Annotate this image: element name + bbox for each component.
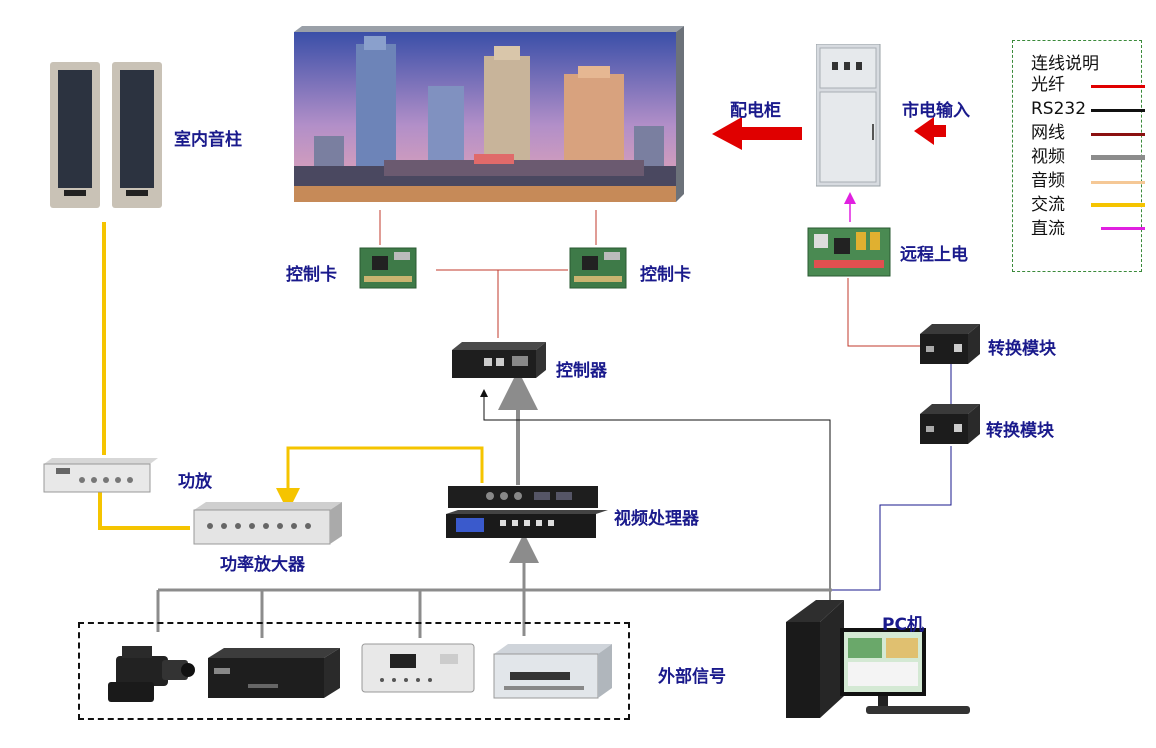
remote-power-label: 远程上电 xyxy=(900,245,968,265)
speaker-column-label: 室内音柱 xyxy=(174,130,242,150)
wire-converter-pc xyxy=(832,446,952,591)
legend-label-rs232: RS232 xyxy=(1031,99,1087,119)
mains-input-label: 市电输入 xyxy=(902,101,970,121)
legend-line-dc xyxy=(1101,227,1145,230)
wire-processor-poweramp xyxy=(276,446,484,512)
controller-icon xyxy=(448,340,548,380)
dvb-receiver-icon xyxy=(360,640,478,696)
legend-label-fiber: 光纤 xyxy=(1031,75,1065,95)
control-card-right-icon xyxy=(568,244,628,290)
wire-amp-poweramp xyxy=(98,490,190,530)
power-amplifier-icon xyxy=(190,500,344,546)
video-processor-label: 视频处理器 xyxy=(614,509,699,529)
legend-title: 连线说明 xyxy=(1031,54,1099,74)
legend-box: 连线说明 光纤 RS232 网线 视频 音频 交流 直流 xyxy=(1012,40,1145,272)
arrow-to-cabinet xyxy=(712,117,802,150)
legend-label-audio: 音频 xyxy=(1031,171,1065,191)
control-card-left-label: 控制卡 xyxy=(286,265,337,285)
pc-computer-icon xyxy=(780,598,972,720)
legend-label-video: 视频 xyxy=(1031,147,1065,167)
legend-line-network xyxy=(1091,133,1145,136)
distribution-cabinet-icon xyxy=(815,43,882,188)
amplifier-icon xyxy=(42,456,160,494)
external-signal-label: 外部信号 xyxy=(658,667,726,687)
legend-line-ac xyxy=(1091,203,1145,207)
control-card-right-label: 控制卡 xyxy=(640,265,691,285)
converter-top-label: 转换模块 xyxy=(988,339,1056,359)
led-display-screen xyxy=(294,26,684,202)
legend-label-dc: 直流 xyxy=(1031,219,1065,239)
legend-label-ac: 交流 xyxy=(1031,195,1065,215)
external-signal-group xyxy=(78,622,630,720)
arrow-mains-in xyxy=(914,117,946,145)
amplifier-label: 功放 xyxy=(178,472,212,492)
converter-module-bottom-icon xyxy=(918,402,982,446)
distribution-cabinet-label: 配电柜 xyxy=(730,101,781,121)
video-processor-icon xyxy=(444,484,610,540)
legend-line-fiber xyxy=(1091,85,1145,88)
set-top-box-icon xyxy=(204,644,342,702)
pc-label: PC机 xyxy=(882,615,924,635)
converter-bottom-label: 转换模块 xyxy=(986,421,1054,441)
controller-label: 控制器 xyxy=(556,361,607,381)
legend-label-network: 网线 xyxy=(1031,123,1065,143)
legend-line-video xyxy=(1091,155,1145,160)
remote-power-board-icon xyxy=(806,224,892,280)
legend-line-audio xyxy=(1091,181,1145,184)
control-card-left-icon xyxy=(358,244,418,290)
wire-pc-controller-rs232 xyxy=(480,389,831,605)
legend-line-rs232 xyxy=(1091,109,1145,112)
wire-remote-converter xyxy=(847,278,920,347)
dvd-player-icon xyxy=(490,640,614,706)
speaker-column-icon xyxy=(48,62,166,210)
city-skyline-led-screen-icon xyxy=(294,26,684,202)
converter-module-top-icon xyxy=(918,322,982,366)
power-amplifier-label: 功率放大器 xyxy=(220,555,305,575)
video-camera-icon xyxy=(102,638,196,710)
